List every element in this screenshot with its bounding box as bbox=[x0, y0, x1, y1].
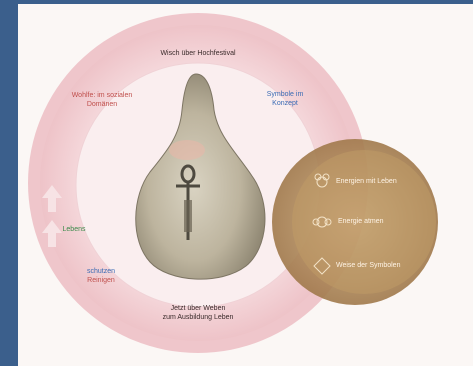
bulb-highlight bbox=[169, 140, 205, 160]
venn-label-3: Weise der Symbolen bbox=[336, 262, 426, 270]
label-lower-left-1: schutzen bbox=[66, 268, 136, 276]
venn-label-1: Energien mit Leben bbox=[336, 178, 426, 186]
label-left-mid: Lebens bbox=[52, 226, 96, 234]
label-bottom-1: Jetzt über Weben bbox=[138, 305, 258, 313]
label-upper-right-2: Konzept bbox=[250, 100, 320, 108]
label-upper-left-1: Wohlfe: im sozialen bbox=[62, 92, 142, 100]
label-top: Wisch über Hochfestival bbox=[143, 50, 253, 58]
label-bottom-2: zum Ausbildung Leben bbox=[138, 314, 258, 322]
label-upper-left-2: Domänen bbox=[62, 101, 142, 109]
label-upper-right-1: Symbole im bbox=[250, 91, 320, 99]
label-lower-left-2: Reinigen bbox=[66, 277, 136, 285]
venn-label-2: Energie atmen bbox=[338, 218, 428, 226]
ankh-figure bbox=[184, 200, 192, 232]
